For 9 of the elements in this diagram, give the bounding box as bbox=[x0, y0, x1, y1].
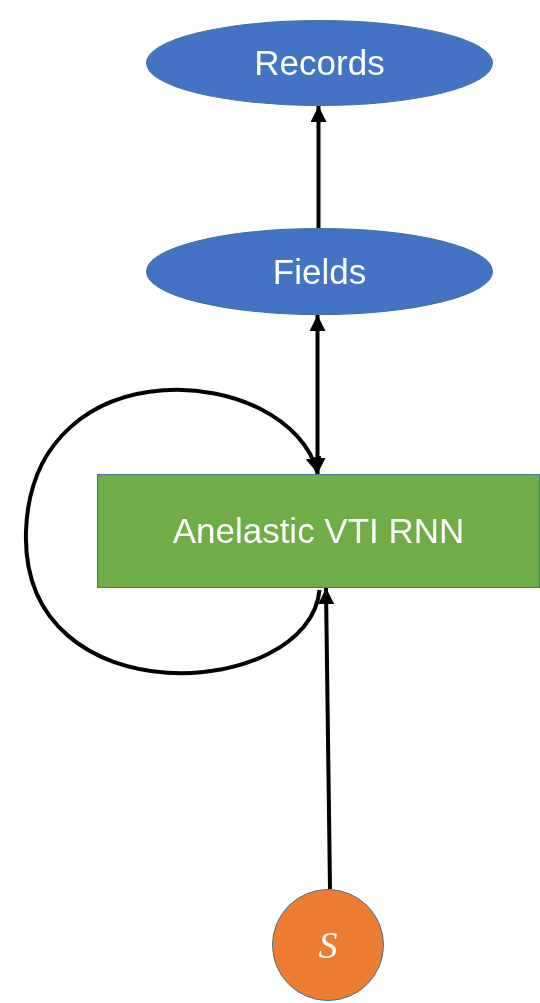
arrow bbox=[318, 587, 335, 890]
process-box bbox=[97, 474, 540, 588]
arrow bbox=[309, 315, 326, 474]
node-label: S bbox=[318, 923, 338, 967]
node-label: Anelastic VTI RNN bbox=[172, 511, 465, 551]
loop-arrow bbox=[24, 388, 322, 675]
node-label: Records bbox=[254, 43, 385, 83]
node-label: Fields bbox=[272, 251, 367, 292]
arrow bbox=[310, 106, 327, 228]
